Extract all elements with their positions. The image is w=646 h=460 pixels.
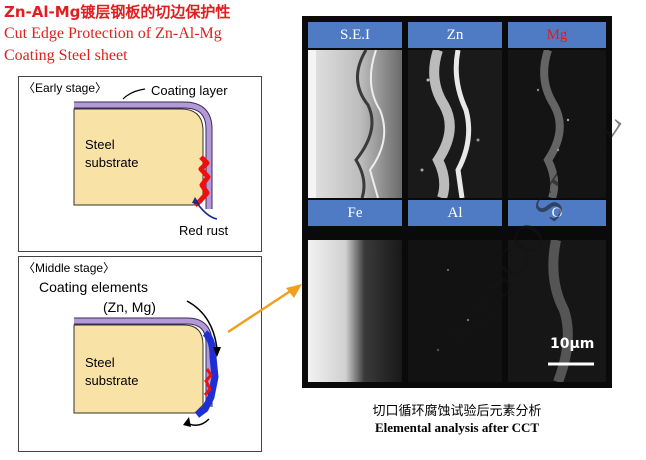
header-fe: Fe bbox=[308, 200, 402, 226]
coating-elements-list: (Zn, Mg) bbox=[103, 299, 156, 315]
caption-en: Elemental analysis after CCT bbox=[374, 420, 540, 435]
middle-stage-diagram bbox=[73, 300, 221, 427]
micrograph-mg bbox=[508, 50, 606, 198]
red-rust-mark bbox=[193, 155, 211, 207]
header-zn: Zn bbox=[408, 22, 502, 48]
migration-arrow-top bbox=[186, 300, 218, 350]
header-mg: Mg bbox=[508, 22, 606, 48]
red-rust-pointer bbox=[196, 202, 218, 220]
red-rust-label: Red rust bbox=[179, 223, 229, 238]
orange-arrow bbox=[227, 284, 302, 334]
middle-stage-panel: 〈Middle stage〉 Coating elements (Zn, Mg)… bbox=[18, 256, 262, 452]
title-cn: Zn-Al-Mg镀层钢板的切边保护性 bbox=[4, 3, 231, 21]
coating-layer-pointer bbox=[122, 88, 146, 100]
early-stage-diagram bbox=[73, 88, 218, 220]
early-stage-label: 〈Early stage〉 bbox=[23, 81, 108, 95]
middle-red-rust-mark bbox=[203, 368, 213, 396]
micrograph-fe bbox=[308, 240, 402, 382]
title-en-line2: Coating Steel sheet bbox=[4, 47, 128, 64]
coating-layer-label: Coating layer bbox=[151, 83, 228, 98]
header-sei: S.E.I bbox=[308, 22, 402, 48]
scale-bar-label: 10μm bbox=[550, 336, 595, 352]
middle-substrate-label-2: substrate bbox=[85, 373, 139, 388]
header-al: Al bbox=[408, 200, 502, 226]
early-stage-panel: 〈Early stage〉 Coating layer Steel substr… bbox=[18, 76, 262, 252]
early-substrate-label-1: Steel bbox=[85, 137, 115, 152]
caption-cn: 切口循环腐蚀试验后元素分析 bbox=[372, 404, 542, 419]
micrograph-al bbox=[408, 240, 502, 382]
middle-stage-label: 〈Middle stage〉 bbox=[23, 261, 116, 275]
micrograph-grid: S.E.I Zn Mg Fe A bbox=[302, 16, 612, 388]
header-o: O bbox=[508, 200, 606, 226]
micrograph-zn bbox=[408, 50, 502, 198]
coating-migration-mark bbox=[194, 330, 219, 418]
micrograph-sei bbox=[308, 50, 402, 198]
title-en-line1: Cut Edge Protection of Zn-Al-Mg bbox=[4, 25, 222, 42]
early-substrate-label-2: substrate bbox=[85, 155, 139, 170]
middle-substrate-label-1: Steel bbox=[85, 355, 115, 370]
coating-elements-label: Coating elements bbox=[39, 279, 148, 295]
micrograph-o: 10μm bbox=[508, 240, 606, 382]
